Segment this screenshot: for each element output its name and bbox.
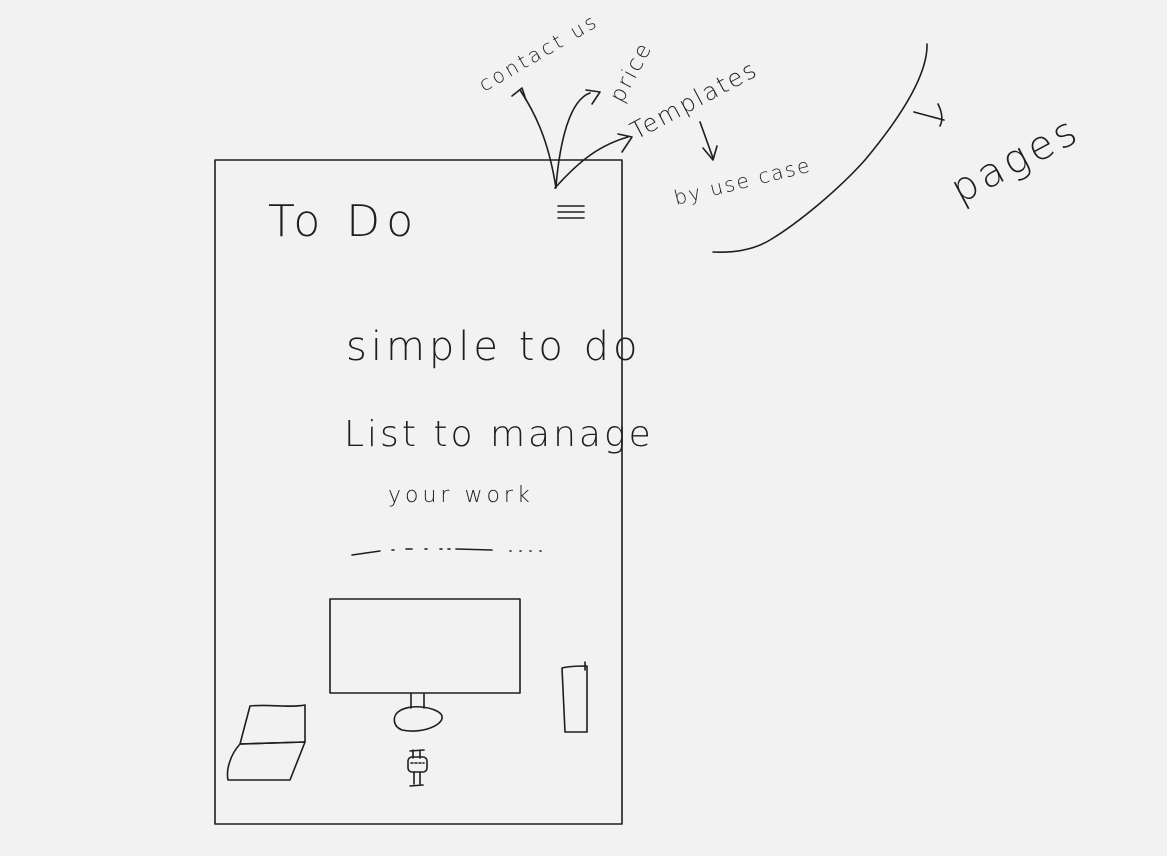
monitor-stand	[410, 693, 425, 709]
chair-seat	[226, 741, 306, 781]
logo-text[interactable]: To Do	[268, 196, 419, 247]
monitor-shape	[329, 598, 521, 694]
hero-illustration	[226, 598, 588, 787]
headline-line-2: List to manage	[344, 414, 654, 455]
hamburger-menu-icon[interactable]	[557, 205, 585, 219]
menu-arrows	[511, 87, 633, 189]
chair-back	[239, 704, 306, 745]
monitor-base	[393, 705, 443, 732]
phone-frame	[214, 159, 623, 825]
annotation-contact-us: contact us	[475, 8, 603, 96]
robot-figure	[407, 749, 428, 787]
headline-line-1: simple to do	[346, 324, 641, 370]
annotation-price: price	[605, 38, 657, 107]
side-shelf	[561, 665, 588, 733]
annotation-pages: pages	[943, 107, 1088, 213]
placeholder-text-scribble	[351, 548, 542, 556]
subheadline: your work	[388, 483, 534, 508]
annotation-by-use-case: by use case	[671, 153, 813, 210]
pages-connector	[712, 43, 945, 253]
templates-arrow	[699, 121, 718, 161]
